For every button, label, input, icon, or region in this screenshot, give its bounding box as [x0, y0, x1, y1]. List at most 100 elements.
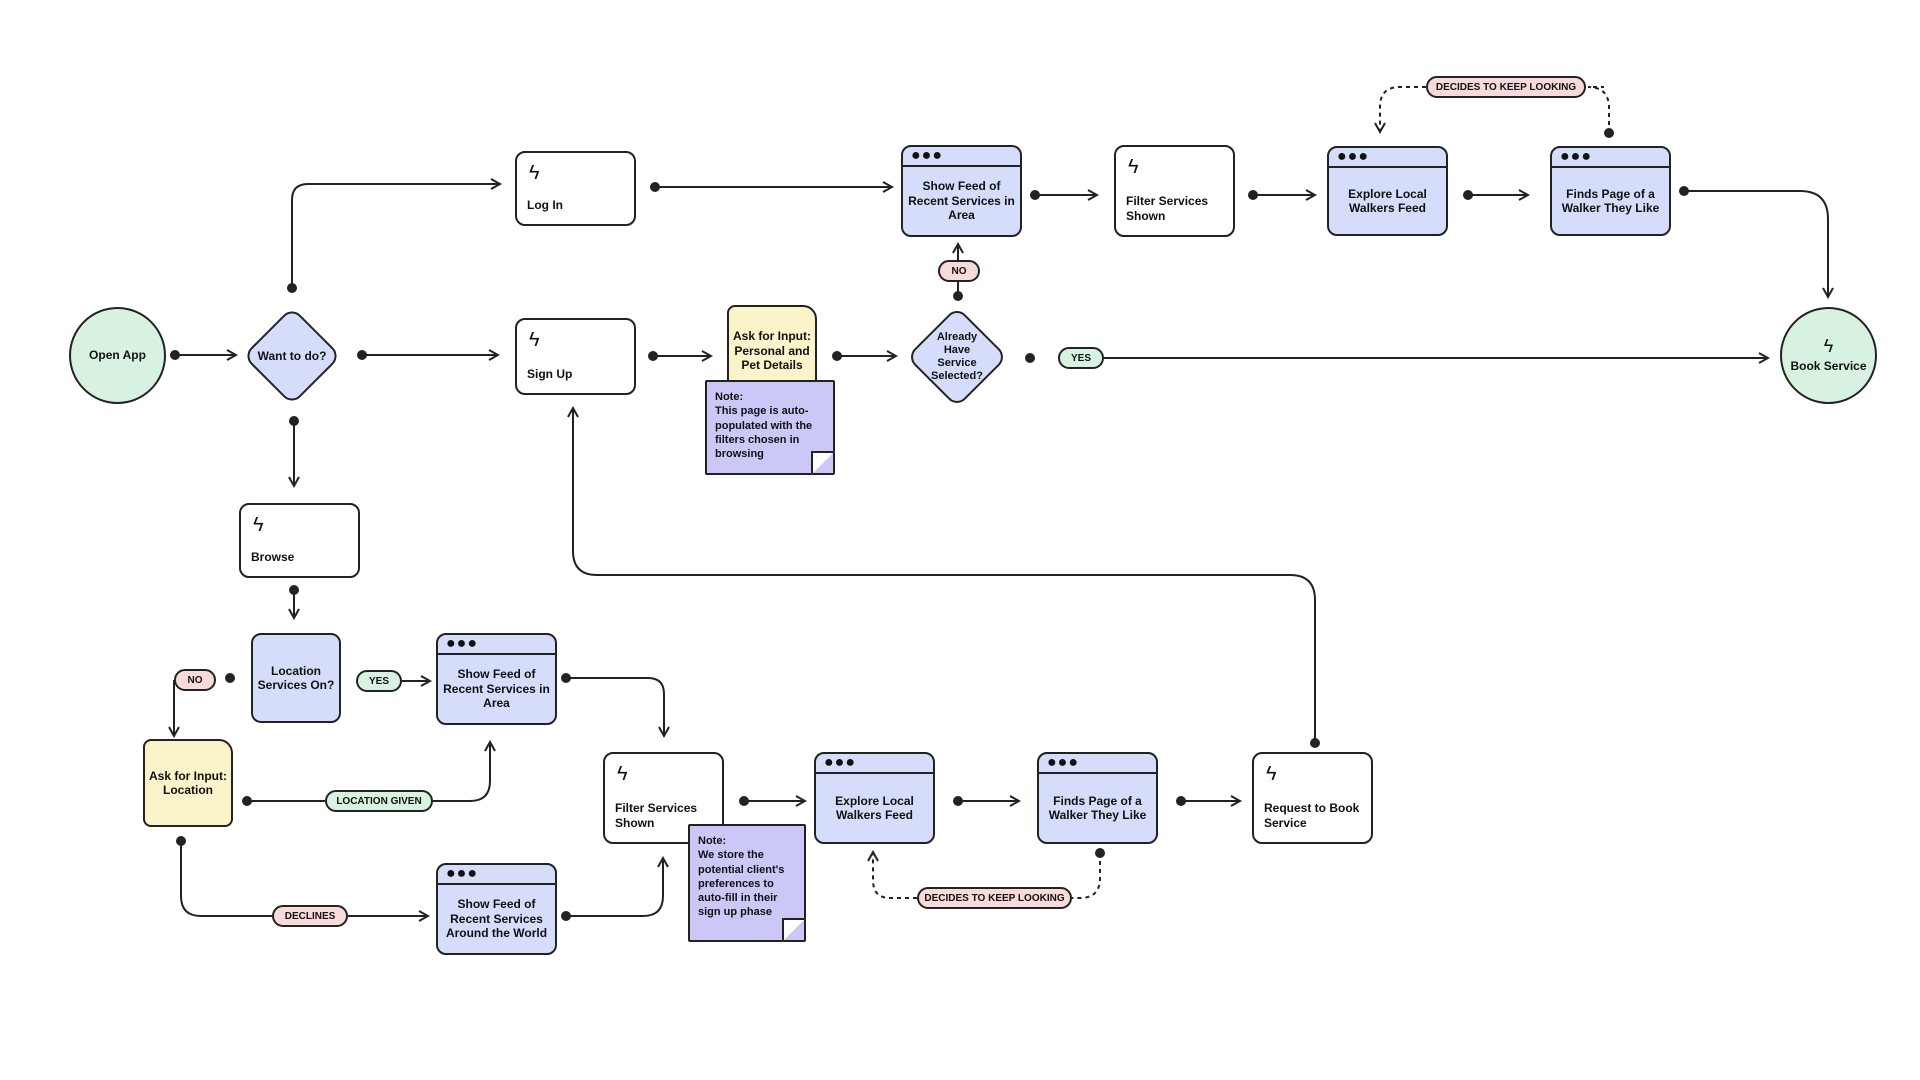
request-book-label: Request to Book Service [1264, 801, 1360, 830]
decides-keep-looking-top-pill: DECIDES TO KEEP LOOKING [1426, 76, 1586, 98]
ask-location-node: Ask for Input: Location [143, 739, 233, 827]
explore-bottom-label: Explore Local Walkers Feed [835, 793, 914, 822]
edge-world-filter [566, 858, 663, 917]
lightning-bolt-icon: ϟ [253, 514, 264, 536]
already-selected-decision: Already Have Service Selected? [906, 306, 1008, 408]
show-feed-area-label: Show Feed of Recent Services in Area [443, 667, 550, 711]
book-service-label: Book Service [1790, 359, 1867, 374]
dot [561, 911, 571, 921]
lightning-bolt-icon: ϟ [529, 162, 540, 184]
open-app-label: Open App [89, 348, 146, 363]
sign-up-label: Sign Up [527, 366, 573, 381]
window-bar: ●●● [438, 865, 555, 885]
note2-title: Note: [698, 835, 727, 847]
page-fold-icon [811, 451, 835, 475]
edge-decides-top [1380, 86, 1610, 133]
window-dots-icon: ●●● [824, 754, 856, 771]
edge-decides-bottom [873, 852, 1101, 899]
dot [1310, 738, 1320, 748]
dot [648, 351, 658, 361]
filter-bottom-node: ϟ Filter Services Shown [603, 752, 724, 844]
window-bar: ●●● [1552, 148, 1669, 168]
open-app-node: Open App [69, 307, 166, 404]
want-to-do-label: Want to do? [257, 348, 327, 363]
dot [1030, 190, 1040, 200]
show-feed-area-node: ●●● Show Feed of Recent Services in Area [436, 633, 557, 725]
window-dots-icon: ●●● [1337, 148, 1369, 165]
book-service-node: ϟ Book Service [1780, 307, 1877, 404]
dot [1176, 796, 1186, 806]
lightning-bolt-icon: ϟ [1266, 763, 1277, 785]
declines-pill: DECLINES [272, 905, 348, 927]
note1-body: This page is auto-populated with the fil… [715, 405, 813, 461]
dot [287, 283, 297, 293]
show-feed-world-node: ●●● Show Feed of Recent Services Around … [436, 863, 557, 955]
dot [289, 585, 299, 595]
lightning-bolt-icon: ϟ [529, 329, 540, 351]
filter-bottom-label: Filter Services Shown [615, 801, 698, 830]
dot [1025, 353, 1035, 363]
lightning-bolt-icon: ϟ [1128, 156, 1139, 178]
note-autopopulate: Note: This page is auto-populated with t… [705, 380, 835, 475]
already-selected-label: Already Have Service Selected? [931, 330, 983, 383]
edge-location-given [247, 742, 490, 802]
log-in-label: Log In [527, 197, 563, 212]
dot [561, 673, 571, 683]
finds-bottom-node: ●●● Finds Page of a Walker They Like [1037, 752, 1158, 844]
browse-label: Browse [251, 549, 295, 564]
show-feed-world-label: Show Feed of Recent Services Around the … [445, 897, 548, 941]
window-dots-icon: ●●● [446, 865, 478, 882]
no-top-pill: NO [938, 260, 980, 282]
explore-top-node: ●●● Explore Local Walkers Feed [1327, 146, 1448, 236]
window-dots-icon: ●●● [1047, 754, 1079, 771]
lightning-bolt-icon: ϟ [1823, 336, 1834, 357]
dot [1463, 190, 1473, 200]
location-on-label: Location Services On? [257, 663, 335, 692]
finds-top-label: Finds Page of a Walker They Like [1561, 186, 1660, 215]
finds-top-node: ●●● Finds Page of a Walker They Like [1550, 146, 1671, 236]
dot [1604, 128, 1614, 138]
yes-top-pill: YES [1058, 347, 1104, 369]
dot [953, 796, 963, 806]
dot [357, 350, 367, 360]
finds-bottom-label: Finds Page of a Walker They Like [1048, 793, 1147, 822]
ask-personal-label: Ask for Input: Personal and Pet Details [733, 329, 811, 373]
log-in-node: ϟ Log In [515, 151, 636, 226]
filter-top-label: Filter Services Shown [1126, 194, 1209, 223]
no-left-pill: NO [174, 669, 216, 691]
location-on-node: Location Services On? [251, 633, 341, 723]
dot [1248, 190, 1258, 200]
window-dots-icon: ●●● [911, 147, 943, 164]
dot [832, 351, 842, 361]
note2-body: We store the potential client's preferen… [698, 849, 785, 919]
note1-title: Note: [715, 391, 744, 403]
dot [242, 796, 252, 806]
dot [170, 350, 180, 360]
edge-declines [180, 841, 428, 916]
sign-up-node: ϟ Sign Up [515, 318, 636, 395]
window-dots-icon: ●●● [1560, 148, 1592, 165]
explore-top-label: Explore Local Walkers Feed [1348, 186, 1427, 215]
note-preferences: Note: We store the potential client's pr… [688, 824, 806, 942]
page-fold-icon [782, 918, 806, 942]
window-dots-icon: ●●● [446, 635, 478, 652]
window-bar: ●●● [1039, 754, 1156, 774]
dot [650, 182, 660, 192]
location-given-pill: LOCATION GIVEN [325, 790, 433, 812]
dot [953, 291, 963, 301]
window-bar: ●●● [903, 147, 1020, 167]
show-feed-top-label: Show Feed of Recent Services in Area [908, 179, 1015, 223]
dot [739, 796, 749, 806]
browse-node: ϟ Browse [239, 503, 360, 578]
window-bar: ●●● [438, 635, 555, 655]
dot [1095, 848, 1105, 858]
dot [225, 673, 235, 683]
filter-top-node: ϟ Filter Services Shown [1114, 145, 1235, 237]
edge-finds-book [1684, 190, 1828, 297]
dot [289, 416, 299, 426]
edge-request-signup [573, 408, 1316, 743]
edge-want-login [291, 184, 500, 288]
window-bar: ●●● [816, 754, 933, 774]
lightning-bolt-icon: ϟ [617, 763, 628, 785]
